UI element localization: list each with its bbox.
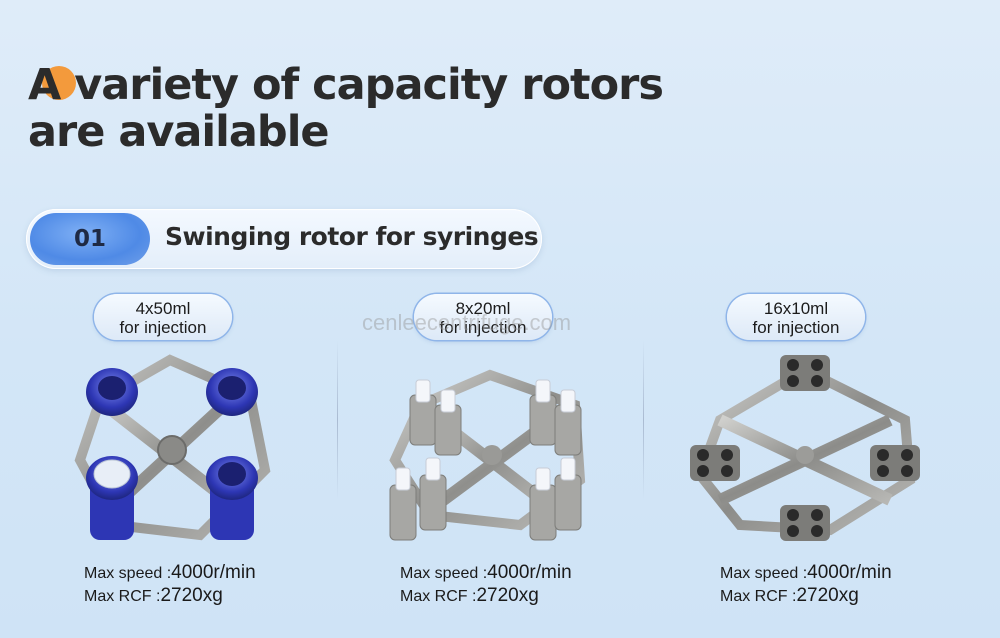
rotor-card-8x20ml: 8x20ml for injection Max speed :4000r/mi… — [330, 290, 650, 630]
section-pill: 01 Swinging rotor for syringes — [26, 209, 542, 269]
column-divider — [643, 340, 644, 500]
swing-rotor-4x50ml-icon — [74, 354, 271, 541]
swing-rotor-8x20ml-icon — [389, 369, 586, 541]
max-speed-row: Max speed :4000r/min — [400, 562, 572, 583]
swing-rotor-16x10ml-icon — [690, 355, 920, 541]
headline-line-2: are available — [28, 107, 330, 157]
max-speed-row: Max speed :4000r/min — [720, 562, 892, 583]
capacity-tag: 4x50ml for injection — [94, 294, 232, 340]
section-title: Swinging rotor for syringes — [165, 222, 539, 251]
rotor-card-16x10ml: 16x10ml for injection Max speed :4000r/m… — [650, 290, 970, 630]
capacity-tag: 8x20ml for injection — [414, 294, 552, 340]
max-rcf-row: Max RCF :2720xg — [400, 585, 539, 606]
max-rcf-row: Max RCF :2720xg — [84, 585, 223, 606]
capacity-tag: 16x10ml for injection — [727, 294, 865, 340]
watermark-text: cenleecentrifuge.com — [362, 310, 572, 335]
headline-first-letter: A — [28, 62, 76, 109]
page-headline: A variety of capacity rotors are availab… — [28, 60, 664, 157]
max-speed-row: Max speed :4000r/min — [84, 562, 256, 583]
rotor-specs: Max speed :4000r/min Max RCF :2720xg — [400, 562, 572, 608]
max-rcf-row: Max RCF :2720xg — [720, 585, 859, 606]
section-number: 01 — [30, 213, 150, 265]
rotor-specs: Max speed :4000r/min Max RCF :2720xg — [720, 562, 892, 608]
rotor-specs: Max speed :4000r/min Max RCF :2720xg — [84, 562, 256, 608]
rotor-card-4x50ml: 4x50ml for injection Max speed :4000r/mi… — [0, 290, 320, 630]
headline-line-1: A variety of capacity rotors — [28, 60, 664, 110]
column-divider — [337, 340, 338, 500]
orange-accent-dot — [42, 66, 76, 100]
